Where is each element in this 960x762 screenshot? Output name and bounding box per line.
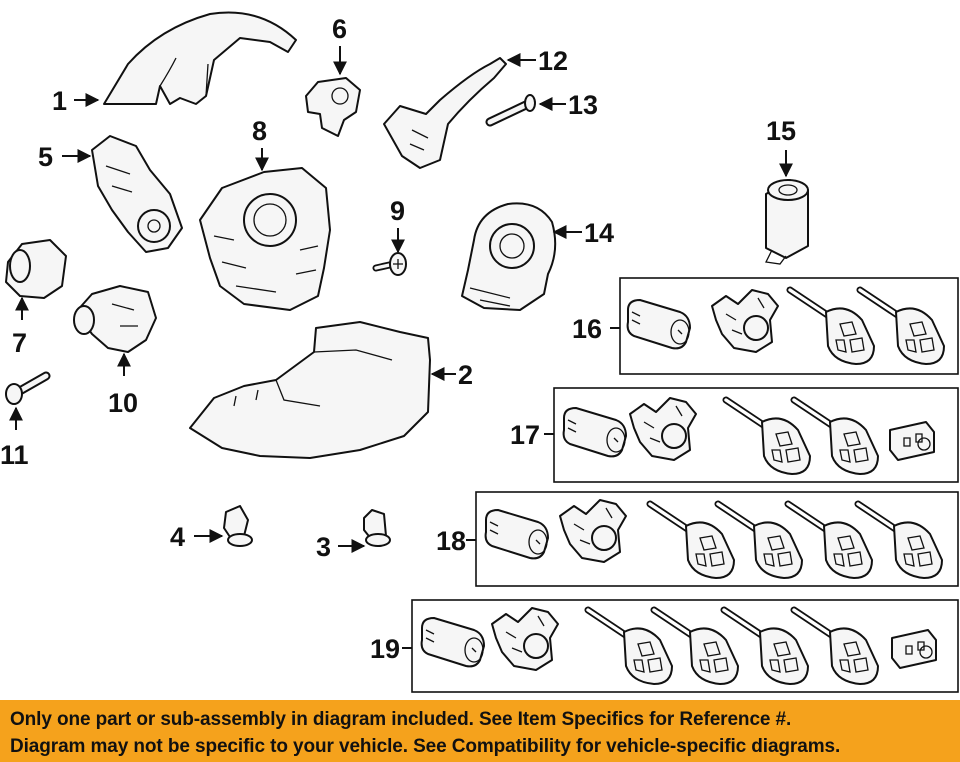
callout-18: 18 — [436, 526, 466, 556]
parts-diagram: 1 6 12 13 5 8 9 — [0, 11, 959, 693]
part-8-column-switch-housing-icon — [199, 167, 331, 311]
callout-1: 1 — [52, 86, 67, 116]
callout-10: 10 — [108, 388, 138, 418]
callout-2: 2 — [458, 360, 473, 390]
part-16-lock-set-box — [619, 277, 959, 375]
part-11-bolt-icon — [5, 371, 51, 405]
callout-12: 12 — [538, 46, 568, 76]
callout-4: 4 — [170, 522, 185, 552]
callout-17: 17 — [510, 420, 540, 450]
callout-6: 6 — [332, 14, 347, 44]
part-1-upper-shroud-icon — [103, 11, 297, 105]
part-10-lock-housing-icon — [73, 285, 157, 353]
callout-16: 16 — [572, 314, 602, 344]
disclaimer-banner: Only one part or sub-assembly in diagram… — [0, 700, 960, 762]
part-19-lock-set-box — [411, 599, 959, 693]
disclaimer-line-1: Only one part or sub-assembly in diagram… — [10, 709, 792, 730]
callout-19: 19 — [370, 634, 400, 664]
disclaimer-line-2: Diagram may not be specific to your vehi… — [10, 736, 841, 757]
part-13-bolt-icon — [485, 94, 536, 127]
part-14-clockspring-icon — [461, 202, 557, 311]
callout-3: 3 — [316, 532, 331, 562]
callout-5: 5 — [38, 142, 53, 172]
callout-8: 8 — [252, 116, 267, 146]
callout-11: 11 — [0, 440, 29, 470]
part-15-lock-cylinder-icon — [765, 179, 809, 265]
part-18-lock-set-box — [475, 491, 959, 587]
part-7-switch-housing-icon — [5, 239, 67, 299]
part-5-ignition-switch-icon — [91, 135, 183, 253]
part-6-bracket-icon — [305, 77, 361, 137]
callout-14: 14 — [584, 218, 614, 248]
part-3-screw-icon — [363, 509, 391, 547]
callout-15: 15 — [766, 116, 796, 146]
part-12-wiper-switch-icon — [383, 57, 507, 169]
part-17-lock-set-box — [553, 387, 959, 483]
callout-7: 7 — [12, 328, 27, 358]
callout-9: 9 — [390, 196, 405, 226]
part-2-lower-shroud-icon — [189, 321, 431, 459]
part-4-retainer-clip-icon — [223, 505, 253, 547]
part-9-screw-icon — [372, 252, 407, 276]
callout-13: 13 — [568, 90, 598, 120]
